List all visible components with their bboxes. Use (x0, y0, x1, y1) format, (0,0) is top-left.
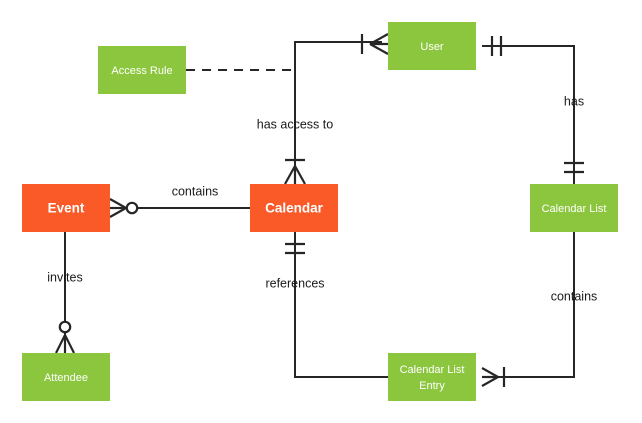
entity-access-rule[interactable]: Access Rule (98, 46, 186, 94)
entity-calendar-list-label: Calendar List (542, 203, 607, 215)
entity-calendar-list-entry[interactable]: Calendar List Entry (388, 353, 476, 401)
marker-cle-right-one-or-many (481, 367, 506, 387)
connector-references (294, 232, 388, 378)
marker-calendar-top-one-to-many (284, 158, 306, 185)
marker-calendar-list-top-one-and-only-one (564, 161, 584, 174)
entity-calendar-label: Calendar (265, 201, 324, 216)
entity-event-box[interactable] (22, 184, 110, 232)
connector-contains-entry (482, 232, 575, 378)
entity-calendar-list-box[interactable] (530, 184, 618, 232)
relationship-label-has-access-to: has access to (257, 117, 333, 131)
marker-user-right-one-and-only-one (490, 36, 503, 56)
entity-access-rule-label: Access Rule (111, 65, 172, 77)
entity-calendar-list-entry-label-line1: Calendar List (400, 364, 465, 376)
marker-attendee-top-zero-or-many (55, 320, 75, 354)
relationship-label-references: references (265, 276, 324, 290)
connector-has-access-to (294, 41, 382, 184)
relationship-label-invites: invites (47, 270, 82, 284)
entity-attendee-label: Attendee (44, 372, 88, 384)
entity-attendee-box[interactable] (22, 353, 110, 401)
entity-attendee[interactable]: Attendee (22, 353, 110, 401)
entity-user-label: User (420, 41, 444, 53)
entity-calendar-box[interactable] (250, 184, 338, 232)
entity-calendar[interactable]: Calendar (250, 184, 338, 232)
relationship-label-has: has (564, 94, 584, 108)
marker-user-left-one-to-many (360, 33, 389, 55)
entity-user[interactable]: User (388, 22, 476, 70)
marker-calendar-bottom-one-and-only-one (285, 242, 305, 255)
entity-user-box[interactable] (388, 22, 476, 70)
entity-access-rule-box[interactable] (98, 46, 186, 94)
relationship-label-contains-calendar: contains (172, 184, 219, 198)
relationship-label-contains-entry: contains (551, 289, 598, 303)
entity-event-label: Event (48, 201, 85, 216)
marker-event-right-zero-or-many (109, 198, 139, 218)
entity-calendar-list-entry-box[interactable] (388, 353, 476, 401)
entity-calendar-list-entry-label-line2: Entry (419, 380, 445, 392)
entity-event[interactable]: Event (22, 184, 110, 232)
connector-has (482, 45, 575, 184)
entity-calendar-list[interactable]: Calendar List (530, 184, 618, 232)
